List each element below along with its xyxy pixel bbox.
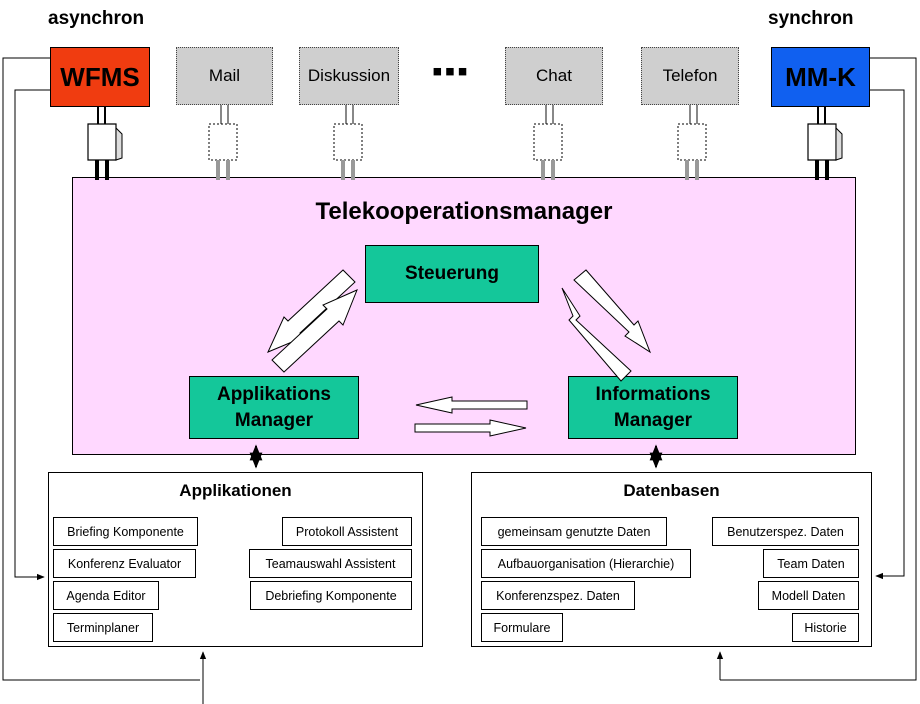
db-item-formulare[interactable]: Formulare <box>481 613 563 642</box>
app-item-agenda-editor[interactable]: Agenda Editor <box>53 581 159 610</box>
bidirectional-arrows <box>249 444 663 469</box>
datenbasen-title: Datenbasen <box>623 481 720 500</box>
informations-manager-line1: Informations <box>595 383 711 405</box>
plug-icon-wfms <box>87 107 123 180</box>
app-item-terminplaner[interactable]: Terminplaner <box>53 613 153 642</box>
db-item-aufbauorganisation[interactable]: Aufbauorganisation (Hierarchie) <box>481 549 691 578</box>
plug-icon-mail <box>208 105 238 180</box>
plug-icon-mmk <box>807 107 843 180</box>
plug-icon-diskussion <box>333 105 363 180</box>
telekooperationsmanager-title: Telekooperationsmanager <box>315 198 613 225</box>
applikations-manager-line1: Applikations <box>216 383 331 405</box>
synchron-label: synchron <box>768 8 854 29</box>
applikations-manager-line2: Manager <box>234 409 314 431</box>
chat-box[interactable]: Chat <box>505 47 603 105</box>
applikationen-title: Applikationen <box>179 481 292 500</box>
telefon-box[interactable]: Telefon <box>641 47 739 105</box>
db-item-historie[interactable]: Historie <box>792 613 859 642</box>
app-item-briefing[interactable]: Briefing Komponente <box>53 517 198 546</box>
right-connector-lines <box>720 57 917 681</box>
plug-icon-telefon <box>677 105 707 180</box>
asynchron-label: asynchron <box>48 8 145 29</box>
app-item-konferenz-evaluator[interactable]: Konferenz Evaluator <box>53 549 196 578</box>
db-item-team-daten[interactable]: Team Daten <box>763 549 859 578</box>
diskussion-box[interactable]: Diskussion <box>299 47 399 105</box>
app-item-protokoll-assistent[interactable]: Protokoll Assistent <box>282 517 412 546</box>
informations-manager-line2: Manager <box>613 409 693 431</box>
applikations-manager-box[interactable]: Applikations Manager <box>189 376 359 439</box>
mmk-box[interactable]: MM-K <box>771 47 870 107</box>
left-connector-lines <box>2 57 200 681</box>
db-item-gemeinsam-genutzte-daten[interactable]: gemeinsam genutzte Daten <box>481 517 667 546</box>
hollow-arrows <box>267 269 652 437</box>
app-item-teamauswahl-assistent[interactable]: Teamauswahl Assistent <box>249 549 412 578</box>
mail-box[interactable]: Mail <box>176 47 273 105</box>
steuerung-box[interactable]: Steuerung <box>365 245 539 303</box>
db-item-benutzerspez-daten[interactable]: Benutzerspez. Daten <box>712 517 859 546</box>
informations-manager-box[interactable]: Informations Manager <box>568 376 738 439</box>
plug-icon-chat <box>533 105 563 180</box>
db-item-konferenzspez-daten[interactable]: Konferenzspez. Daten <box>481 581 635 610</box>
bottom-arrows <box>199 651 724 704</box>
db-item-modell-daten[interactable]: Modell Daten <box>758 581 859 610</box>
more-systems-ellipsis: ▪▪▪ <box>432 55 470 88</box>
app-item-debriefing-komponente[interactable]: Debriefing Komponente <box>250 581 412 610</box>
wfms-box[interactable]: WFMS <box>50 47 150 107</box>
